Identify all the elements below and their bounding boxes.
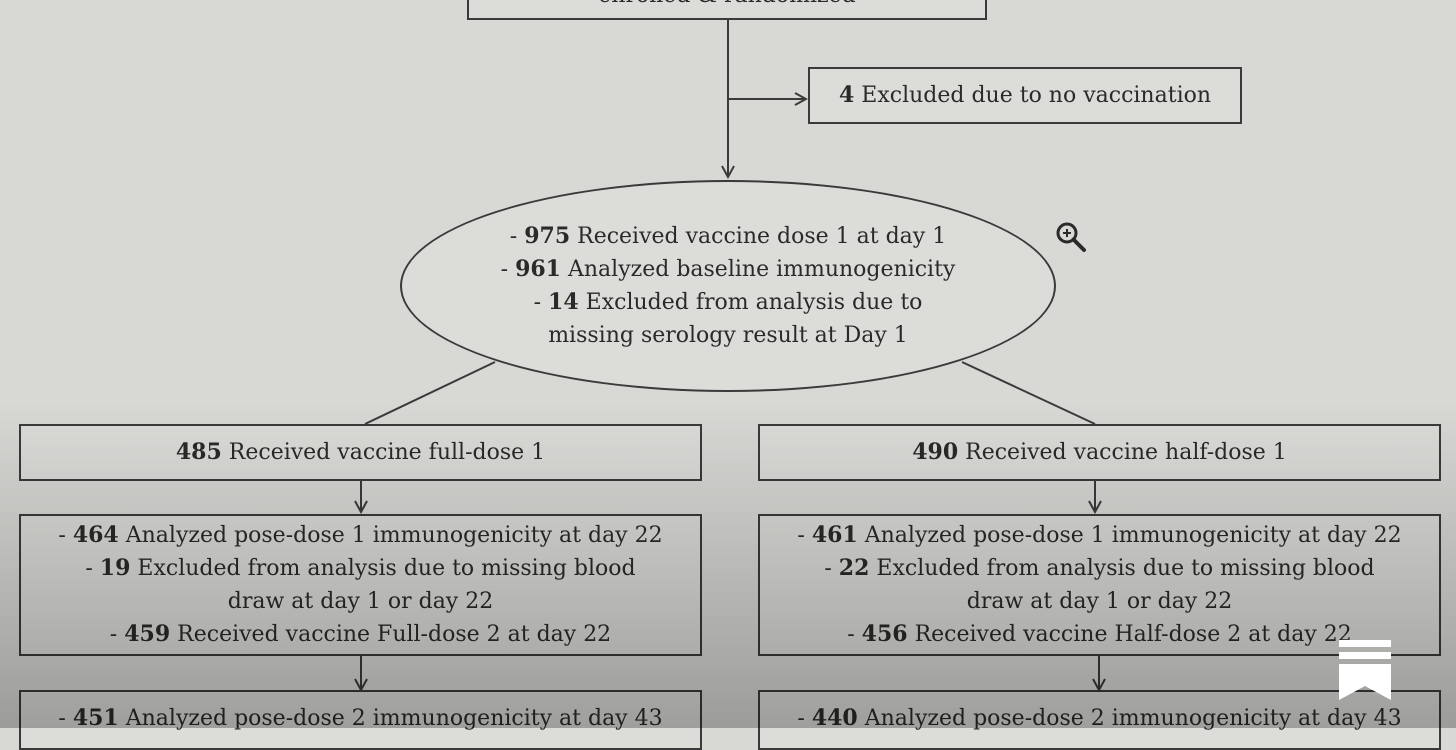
dose1-ellipse: - 975 Received vaccine dose 1 at day 1 -… <box>400 180 1056 392</box>
enrolled-text: enrolled & randomized <box>598 0 855 12</box>
left-bottom-text: - 451 Analyzed pose-dose 2 immunogenicit… <box>58 705 663 731</box>
connector-lines <box>0 20 1456 728</box>
right-detail-line: - 22 Excluded from analysis due to missi… <box>824 555 1375 581</box>
right-arm-header-box: 490 Received vaccine half-dose 1 <box>758 424 1441 481</box>
right-bottom-text: - 440 Analyzed pose-dose 2 immunogenicit… <box>797 705 1402 731</box>
left-arm-header-box: 485 Received vaccine full-dose 1 <box>19 424 702 481</box>
ellipse-line: - 975 Received vaccine dose 1 at day 1 <box>509 223 947 249</box>
magnifier-zoom-icon[interactable] <box>1054 220 1088 254</box>
left-arm-header-text: 485 Received vaccine full-dose 1 <box>175 439 546 465</box>
left-arm-detail-box: - 464 Analyzed pose-dose 1 immunogenicit… <box>19 514 702 656</box>
right-arm-detail-box: - 461 Analyzed pose-dose 1 immunogenicit… <box>758 514 1441 656</box>
right-detail-line: - 461 Analyzed pose-dose 1 immunogenicit… <box>797 522 1402 548</box>
exclusion-text: 4 Excluded due to no vaccination <box>838 82 1212 108</box>
exclusion-box: 4 Excluded due to no vaccination <box>808 67 1242 124</box>
bookmark-icon[interactable] <box>1338 640 1392 700</box>
left-detail-line: - 459 Received vaccine Full-dose 2 at da… <box>109 621 612 647</box>
ellipse-line: - 14 Excluded from analysis due to <box>533 289 923 315</box>
line-ellipse-to-right <box>961 361 1096 425</box>
right-arm-header-text: 490 Received vaccine half-dose 1 <box>912 439 1287 465</box>
ellipse-line: - 961 Analyzed baseline immunogenicity <box>500 256 956 282</box>
enrolled-box: enrolled & randomized <box>467 0 987 20</box>
line-ellipse-to-left <box>364 361 496 425</box>
left-detail-line: - 19 Excluded from analysis due to missi… <box>85 555 636 581</box>
left-detail-line: - 464 Analyzed pose-dose 1 immunogenicit… <box>58 522 663 548</box>
right-detail-line: - 456 Received vaccine Half-dose 2 at da… <box>847 621 1352 647</box>
ellipse-line: missing serology result at Day 1 <box>548 323 908 348</box>
left-arm-bottom-box: - 451 Analyzed pose-dose 2 immunogenicit… <box>19 690 702 750</box>
right-detail-line: draw at day 1 or day 22 <box>966 589 1233 614</box>
left-detail-line: draw at day 1 or day 22 <box>227 589 494 614</box>
